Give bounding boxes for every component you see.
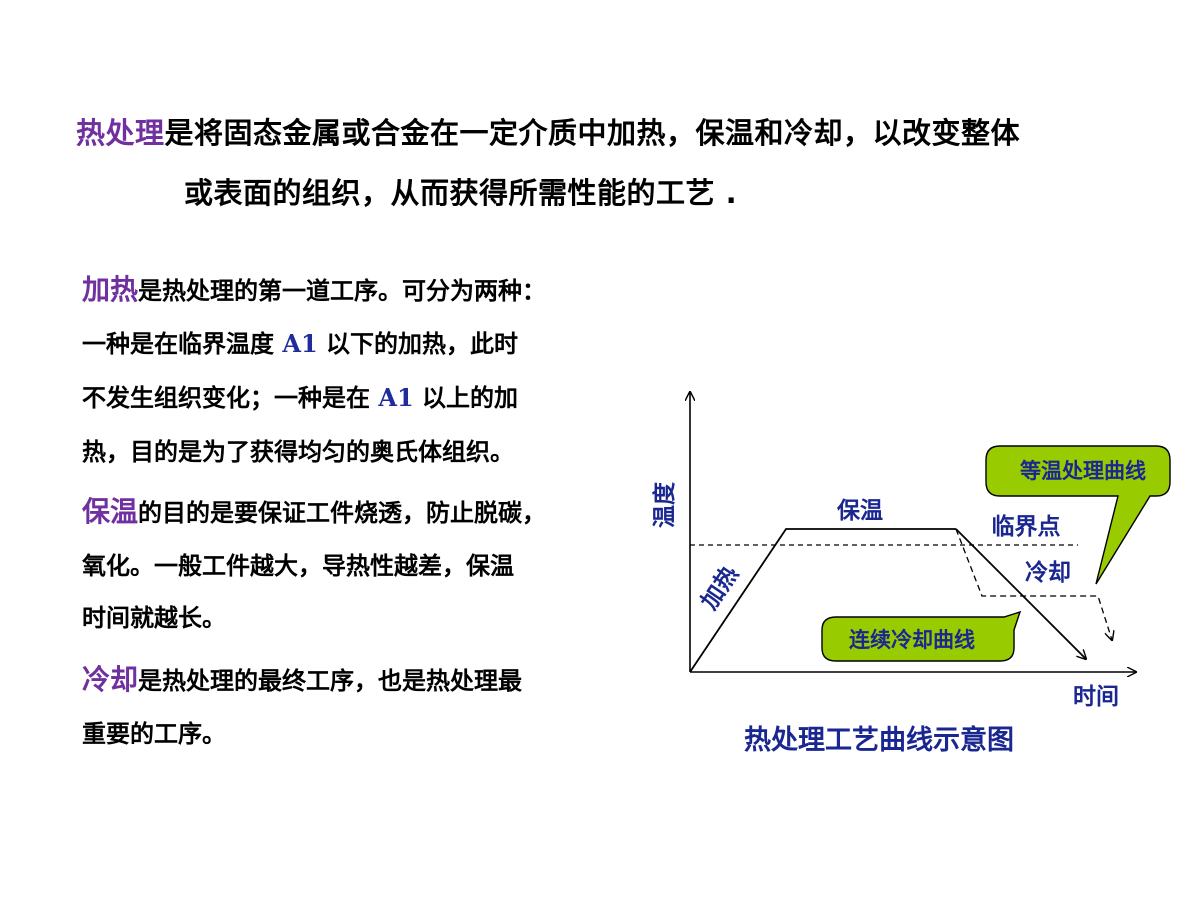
diagram-caption: 热处理工艺曲线示意图 bbox=[744, 725, 1014, 756]
intro-term: 热处理 bbox=[76, 116, 165, 150]
holding-term: 保温 bbox=[82, 495, 139, 528]
y-axis-label: 温度 bbox=[651, 481, 678, 528]
isothermal-curve bbox=[955, 528, 1112, 640]
intro-line-2: 或表面的组织，从而获得所需性能的工艺 . bbox=[184, 170, 737, 212]
heating-line-2-b: 以下的加热，此时 bbox=[317, 330, 519, 358]
heating-line-2: 一种是在临界温度 A1 以下的加热，此时 bbox=[82, 324, 518, 359]
heating-line-4: 热，目的是为了获得均匀的奥氏体组织。 bbox=[82, 432, 514, 467]
continuous-cooling-curve bbox=[955, 528, 1086, 659]
heating-line-4-text: 热，目的是为了获得均匀的奥氏体组织。 bbox=[82, 438, 514, 466]
heating-line-3-a: 不发生组织变化；一种是在 bbox=[82, 384, 379, 412]
heating-curve-label: 加热 bbox=[696, 562, 744, 616]
holding-line-3: 时间就越长。 bbox=[82, 598, 226, 633]
heating-line-3-b: 以上的加 bbox=[413, 384, 519, 412]
holding-line-1: 保温的目的是要保证工件烧透，防止脱碳， bbox=[82, 490, 546, 530]
holding-line-2: 氧化。一般工件越大，导热性越差，保温 bbox=[82, 546, 514, 581]
cooling-line-2-text: 重要的工序。 bbox=[82, 720, 226, 748]
cooling-line-2: 重要的工序。 bbox=[82, 714, 226, 749]
intro-line-1: 热处理是将固态金属或合金在一定介质中加热，保温和冷却，以改变整体 bbox=[76, 110, 1020, 152]
cooling-line-1-text: 是热处理的最终工序，也是热处理最 bbox=[138, 667, 523, 695]
x-axis-label: 时间 bbox=[1073, 684, 1119, 710]
cooling-curve-label: 冷却 bbox=[1025, 559, 1071, 586]
isothermal-callout-shape bbox=[985, 445, 1171, 585]
holding-curve-label: 保温 bbox=[836, 497, 883, 524]
holding-line-2-text: 氧化。一般工件越大，导热性越差，保温 bbox=[82, 552, 514, 580]
continuous-callout-label: 连续冷却曲线 bbox=[849, 628, 975, 652]
a1-symbol-2: A1 bbox=[378, 383, 414, 412]
heating-line-3: 不发生组织变化；一种是在 A1 以上的加 bbox=[82, 378, 518, 413]
heating-line-1: 加热是热处理的第一道工序。可分为两种： bbox=[82, 268, 546, 308]
a1-symbol: A1 bbox=[282, 329, 318, 358]
heating-line-1-text: 是热处理的第一道工序。可分为两种： bbox=[138, 277, 547, 305]
heating-term: 加热 bbox=[82, 273, 139, 306]
cooling-term: 冷却 bbox=[82, 663, 139, 696]
intro-line-2-text: 或表面的组织，从而获得所需性能的工艺 . bbox=[184, 176, 738, 210]
intro-line-1-text: 是将固态金属或合金在一定介质中加热，保温和冷却，以改变整体 bbox=[164, 116, 1021, 150]
continuous-callout-shape bbox=[821, 610, 1022, 662]
isothermal-callout-label: 等温处理曲线 bbox=[1020, 459, 1146, 483]
holding-line-1-text: 的目的是要保证工件烧透，防止脱碳， bbox=[138, 499, 547, 527]
holding-line-3-text: 时间就越长。 bbox=[82, 604, 226, 632]
cooling-line-1: 冷却是热处理的最终工序，也是热处理最 bbox=[82, 658, 522, 698]
process-curve bbox=[689, 528, 956, 673]
critical-point-label: 临界点 bbox=[992, 513, 1061, 540]
heating-line-2-a: 一种是在临界温度 bbox=[82, 330, 283, 358]
